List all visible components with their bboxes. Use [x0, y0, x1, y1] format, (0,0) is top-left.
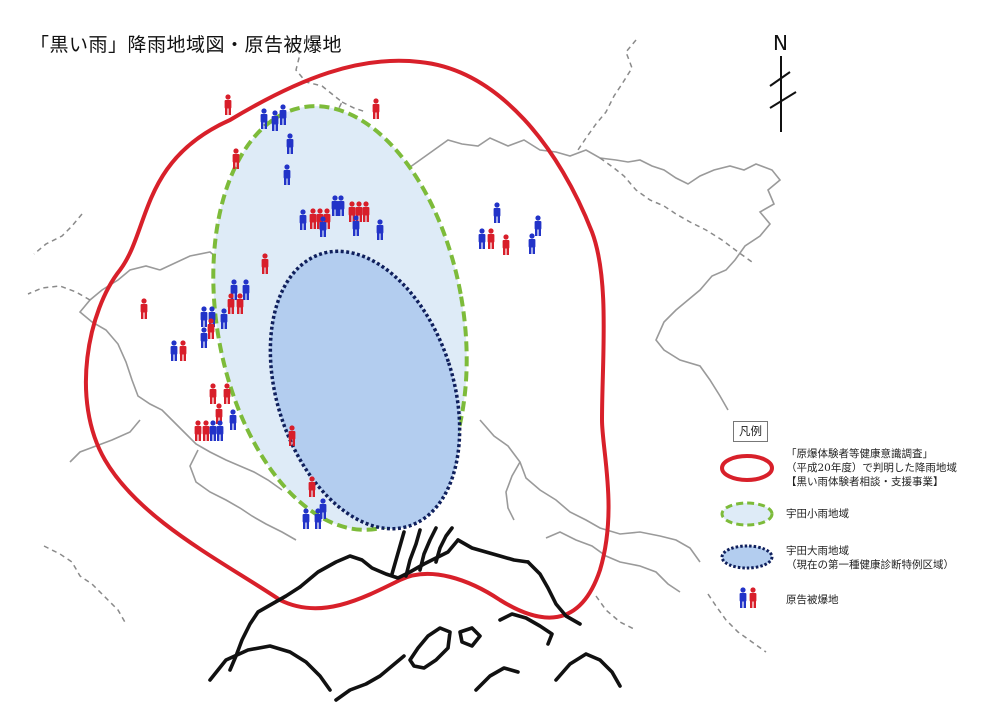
plaintiff-figure-icon — [229, 409, 237, 430]
plaintiff-figure-icon — [224, 94, 232, 115]
prefecture-border — [43, 545, 127, 625]
plaintiff-figure-icon — [202, 420, 210, 441]
plaintiff-figure-icon — [207, 318, 215, 339]
coast-line — [498, 612, 554, 646]
north-arrow-icon — [769, 56, 797, 132]
legend-plaintiff-text: 原告被爆地 — [786, 594, 839, 606]
legend-red-line-3: 【黒い雨体験者相談・支援事業】 — [786, 476, 944, 488]
legend-green-dashed-symbol — [720, 501, 774, 527]
plaintiff-figure-icon — [209, 420, 217, 441]
legend-navy-line-1: 宇田大雨地域 — [786, 545, 849, 557]
plaintiff-figure-icon — [200, 306, 208, 327]
coast-line — [458, 626, 482, 648]
coast-line — [298, 538, 460, 589]
plaintiff-figure-icon — [208, 306, 216, 327]
boundary-line — [189, 449, 297, 541]
plaintiff-figure-icon — [314, 508, 322, 529]
plaintiff-figure-icon — [260, 108, 268, 129]
coast-line — [456, 538, 530, 564]
prefecture-border — [595, 595, 637, 631]
coastline — [208, 526, 622, 702]
prefecture-border — [577, 39, 637, 151]
prefecture-border — [341, 101, 367, 113]
plaintiff-figure-icon — [502, 234, 510, 255]
coast-line — [474, 666, 520, 692]
prefecture-border — [707, 593, 767, 653]
coast-line — [408, 626, 452, 670]
pier — [404, 528, 422, 578]
pier — [434, 526, 454, 564]
north-label: N — [773, 31, 788, 55]
plaintiff-figure-icon — [194, 420, 202, 441]
legend-navy-area-text: 宇田大雨地域 （現在の第一種健康診断特例区域） — [786, 544, 954, 572]
prefecture-border — [599, 157, 753, 263]
coast-line — [334, 654, 406, 702]
plaintiff-figure-icon — [534, 215, 542, 236]
pier — [390, 530, 406, 576]
prefecture-border — [27, 285, 91, 301]
plaintiff-figure-icon — [487, 228, 495, 249]
legend-plaintiff-figure-icon — [739, 587, 757, 608]
boundary-line — [78, 265, 283, 491]
plaintiff-figure-icon — [179, 340, 187, 361]
legend-red-line-2: （平成20年度）で判明した降雨地域 — [786, 462, 957, 474]
plaintiff-figure-icon — [200, 327, 208, 348]
plaintiff-figure-icon — [223, 383, 231, 404]
boundary-line — [545, 531, 681, 593]
legend-red-area-text: 「原爆体験者等健康意識調査」 （平成20年度）で判明した降雨地域 【黒い雨体験者… — [786, 447, 957, 489]
plaintiff-figure-icon — [140, 298, 148, 319]
pier — [418, 526, 438, 572]
legend-red-line-1: 「原爆体験者等健康意識調査」 — [786, 448, 933, 460]
plaintiff-figure-icon — [216, 420, 224, 441]
map-title: 「黒い雨」降雨地域図・原告被爆地 — [30, 34, 343, 56]
boundary-line — [479, 419, 701, 563]
legend-title: 凡例 — [733, 421, 768, 442]
plaintiff-figure-icon — [302, 508, 310, 529]
plaintiff-figure-icon — [170, 340, 178, 361]
plaintiff-figure-icon — [528, 233, 536, 254]
survey-rain-area-outline — [83, 58, 611, 620]
prefecture-border — [33, 213, 83, 255]
plaintiff-figure-icon — [209, 383, 217, 404]
coast-line — [554, 652, 622, 688]
legend-red-outline-symbol — [720, 454, 774, 482]
legend-symbols — [720, 454, 774, 608]
legend-navy-dotted-symbol — [720, 544, 774, 570]
coast-line — [208, 644, 332, 692]
coast-line — [526, 560, 582, 626]
plaintiff-figure-icon — [372, 98, 380, 119]
legend-green-area-text: 宇田小雨地域 — [786, 508, 849, 520]
plaintiff-figure-icon — [478, 228, 486, 249]
boundary-line — [505, 461, 521, 521]
legend-navy-line-2: （現在の第一種健康診断特例区域） — [786, 559, 954, 571]
plaintiff-figure-icon — [493, 202, 501, 223]
uda-heavy-rain-area — [268, 249, 462, 531]
boundary-line — [69, 419, 141, 463]
prefecture-borders — [27, 39, 767, 653]
coast-line — [228, 585, 302, 672]
